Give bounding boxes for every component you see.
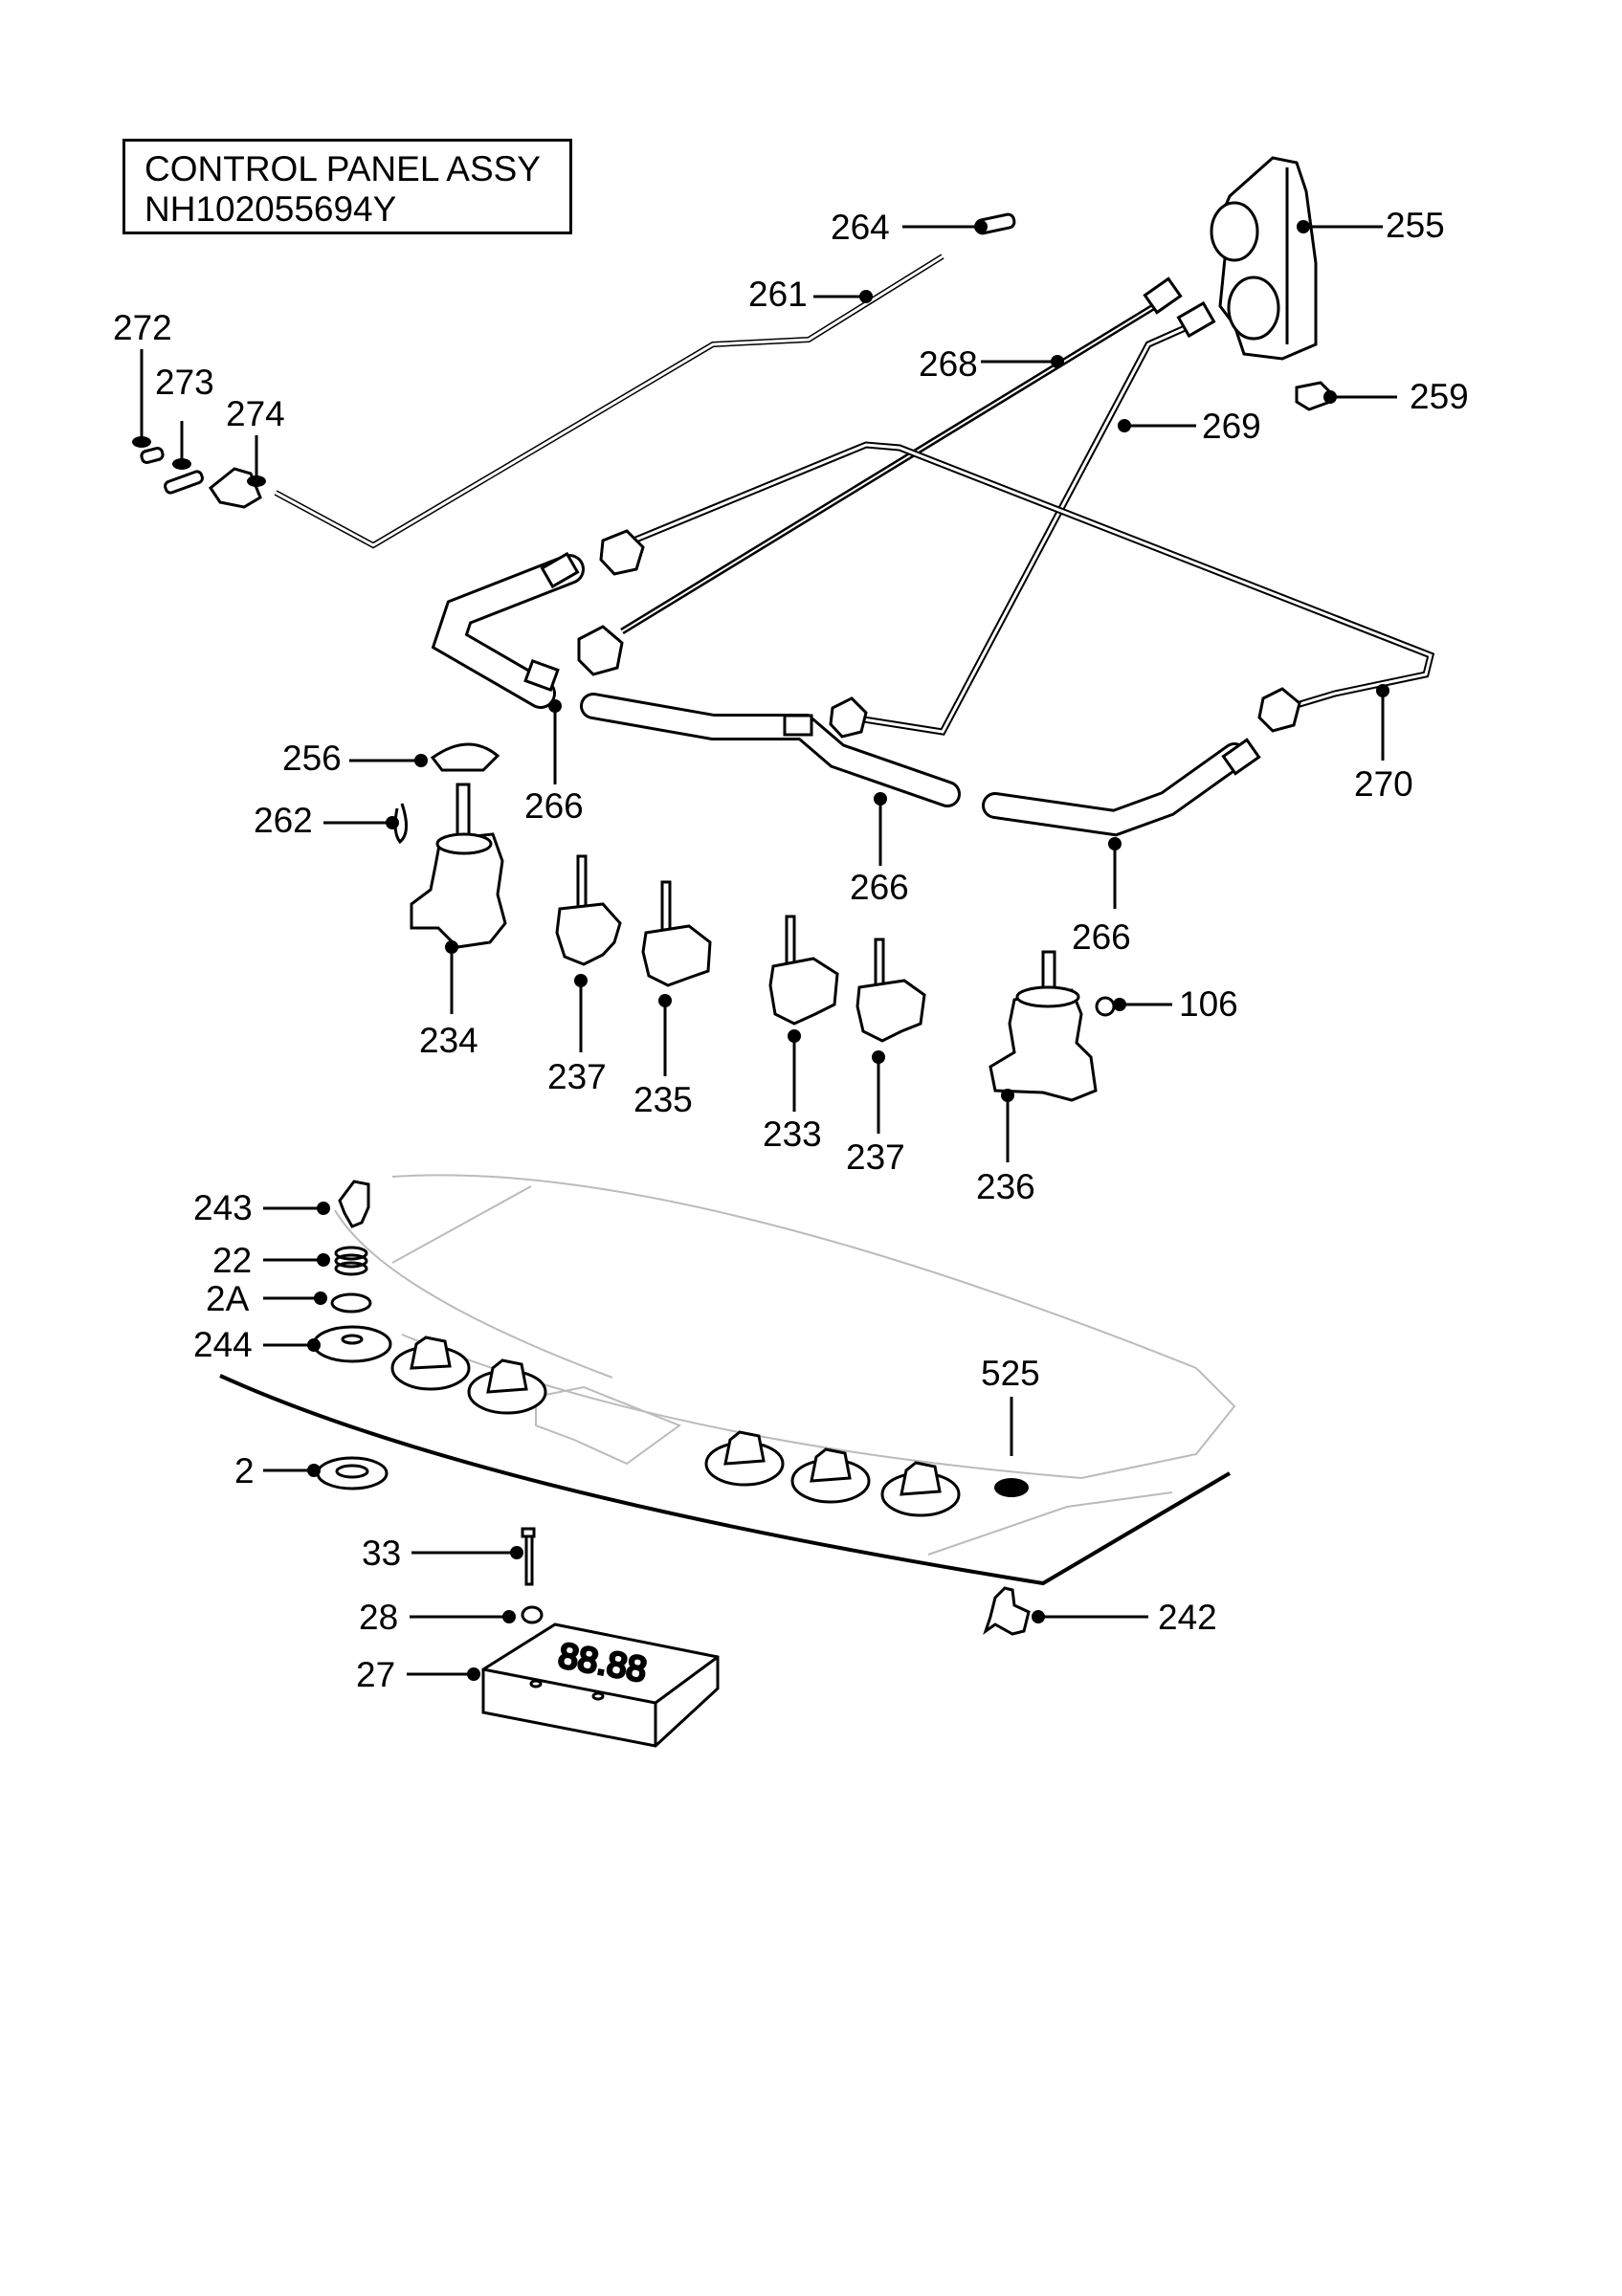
label-525: 525	[981, 1354, 1040, 1393]
label-243: 243	[193, 1188, 253, 1227]
fitting-icon	[1221, 738, 1261, 776]
part-28	[521, 1605, 544, 1624]
label-106: 106	[1179, 984, 1238, 1024]
part-242-clip	[983, 1586, 1031, 1636]
fitting-icon	[523, 658, 560, 693]
label-242: 242	[1158, 1598, 1217, 1637]
assembly-part-number: NH102055694Y	[144, 189, 397, 229]
part-525-button	[994, 1478, 1029, 1497]
part-234-tap	[410, 783, 507, 949]
part-235-tap	[641, 880, 712, 987]
part-255-valve-body	[1210, 156, 1318, 361]
label-269: 269	[1202, 407, 1261, 446]
part-244-bezel	[312, 1325, 392, 1363]
label-233: 233	[763, 1115, 822, 1154]
nut-icon	[599, 529, 645, 576]
nut-icon	[577, 625, 624, 676]
parts-272-274	[140, 446, 262, 509]
part-106	[1095, 996, 1116, 1017]
part-237b-tap	[855, 938, 926, 1043]
part-22-spring	[334, 1246, 368, 1276]
part-27-display-module: 88.88	[481, 1623, 720, 1748]
label-262: 262	[254, 801, 313, 840]
part-237a-tap	[555, 854, 622, 966]
part-labels: 264 261 255 272 273 274 268 259 269 256 …	[113, 206, 1469, 1694]
label-33: 33	[362, 1534, 401, 1573]
nut-icon	[829, 696, 868, 739]
part-33-screw	[521, 1527, 536, 1586]
leader-lines	[140, 225, 1397, 1676]
label-244: 244	[193, 1325, 253, 1364]
label-273: 273	[155, 363, 214, 402]
label-266c: 266	[1072, 917, 1131, 957]
leader-dots	[132, 220, 1389, 1681]
fitting-icon	[540, 551, 580, 589]
knob-icon	[390, 1336, 471, 1391]
knob-icon	[467, 1358, 547, 1415]
small-taps	[555, 854, 926, 1043]
pipe-fittings	[523, 276, 1301, 776]
label-266a: 266	[524, 786, 584, 826]
label-234: 234	[419, 1021, 478, 1060]
label-255: 255	[1386, 206, 1445, 245]
part-236-tap	[989, 950, 1098, 1102]
label-268: 268	[919, 344, 978, 384]
label-266b: 266	[850, 868, 909, 907]
knob-icon	[704, 1430, 785, 1487]
label-261: 261	[748, 275, 808, 314]
fitting-icon	[1143, 276, 1183, 315]
label-259: 259	[1410, 377, 1469, 416]
label-2: 2	[234, 1451, 255, 1490]
label-22: 22	[212, 1241, 252, 1280]
fitting-icon	[1176, 300, 1216, 339]
label-27: 27	[356, 1655, 395, 1694]
control-panel	[219, 1174, 1236, 1586]
assembly-title-box: CONTROL PANEL ASSY NH102055694Y	[122, 139, 572, 234]
label-272: 272	[113, 308, 172, 347]
panel-knobs	[390, 1336, 961, 1517]
part-243-knob	[338, 1180, 370, 1228]
label-270: 270	[1354, 764, 1413, 804]
panel-front-edge	[219, 1374, 1232, 1586]
pipe-261	[274, 254, 944, 549]
label-235: 235	[633, 1080, 693, 1119]
label-264: 264	[831, 208, 890, 247]
assembly-title: CONTROL PANEL ASSY	[144, 149, 541, 188]
label-28: 28	[359, 1598, 398, 1637]
label-2A: 2A	[206, 1279, 250, 1318]
part-2A-washer	[330, 1292, 372, 1314]
label-237a: 237	[547, 1057, 607, 1096]
fitting-icon	[783, 714, 813, 737]
label-237b: 237	[846, 1137, 905, 1177]
label-256: 256	[282, 739, 342, 778]
knob-icon	[880, 1461, 961, 1517]
label-274: 274	[226, 394, 285, 433]
label-236: 236	[976, 1167, 1035, 1206]
part-256-cap	[430, 742, 500, 772]
knob-icon	[790, 1447, 871, 1504]
nut-icon	[1257, 687, 1301, 733]
gas-pipes	[274, 254, 1435, 837]
part-233-tap	[768, 915, 839, 1026]
part-2-ring	[316, 1456, 389, 1490]
